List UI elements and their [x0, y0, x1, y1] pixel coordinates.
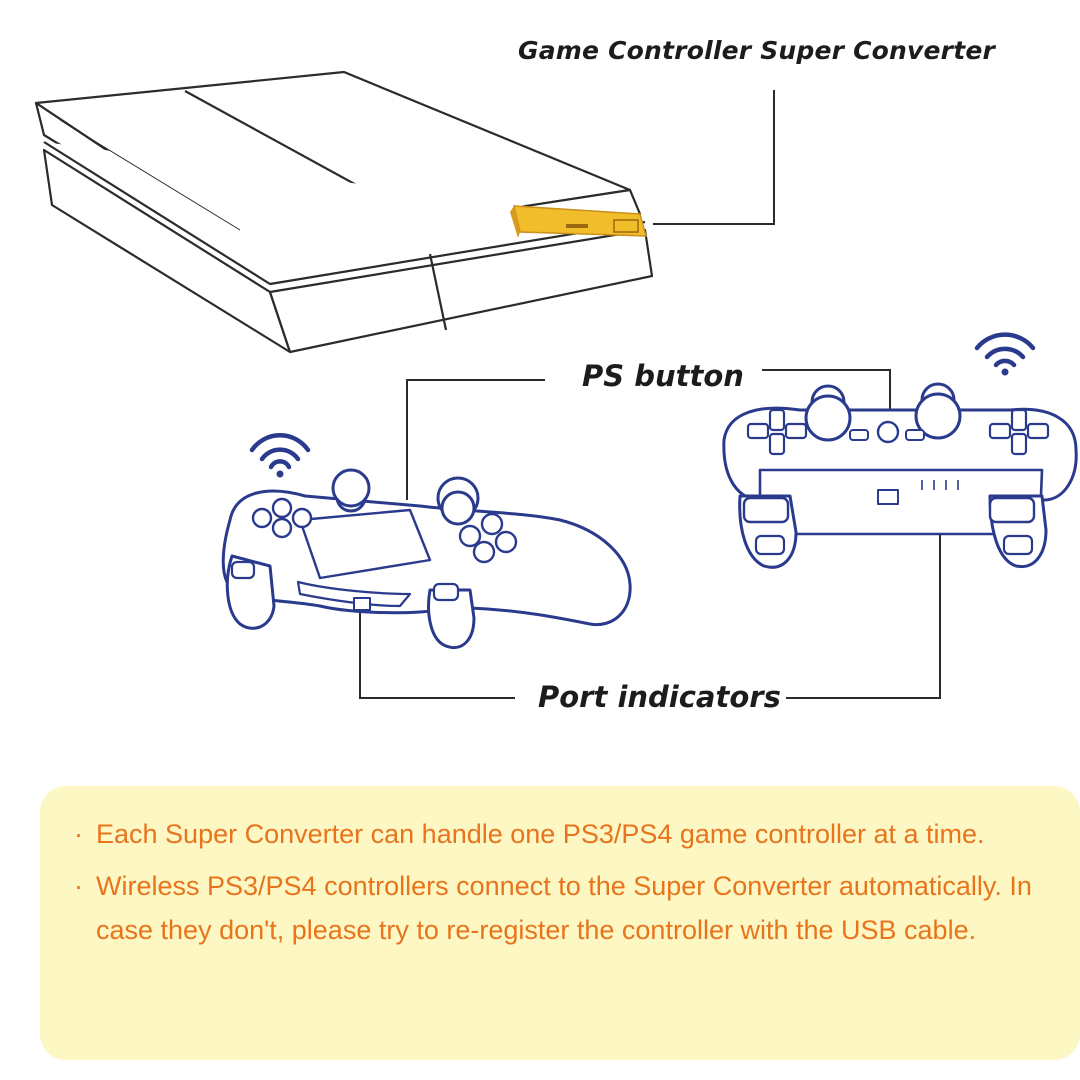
converter-dongle — [510, 205, 647, 238]
note-item: · Wireless PS3/PS4 controllers connect t… — [74, 864, 1040, 952]
ps-button-label: PS button — [582, 359, 744, 393]
ps4-controller-illustration — [221, 468, 632, 649]
bullet-glyph: · — [74, 871, 83, 901]
wireless-icon — [249, 433, 311, 478]
converter-leader-line — [653, 90, 775, 225]
diagram-illustration — [34, 70, 1078, 699]
ps3-controller-illustration — [722, 382, 1078, 569]
note-text: Wireless PS3/PS4 controllers connect to … — [96, 871, 1032, 945]
ps-button-leader-line — [406, 369, 891, 500]
converter-label: Game Controller Super Converter — [518, 36, 996, 65]
bullet-glyph: · — [74, 819, 83, 849]
note-text: Each Super Converter can handle one PS3/… — [96, 819, 985, 849]
port-indicators-leader-line — [359, 490, 941, 699]
note-item: · Each Super Converter can handle one PS… — [74, 812, 1040, 856]
wireless-icon — [974, 332, 1036, 376]
notes-panel: · Each Super Converter can handle one PS… — [40, 786, 1080, 1060]
port-indicators-label: Port indicators — [538, 680, 781, 714]
